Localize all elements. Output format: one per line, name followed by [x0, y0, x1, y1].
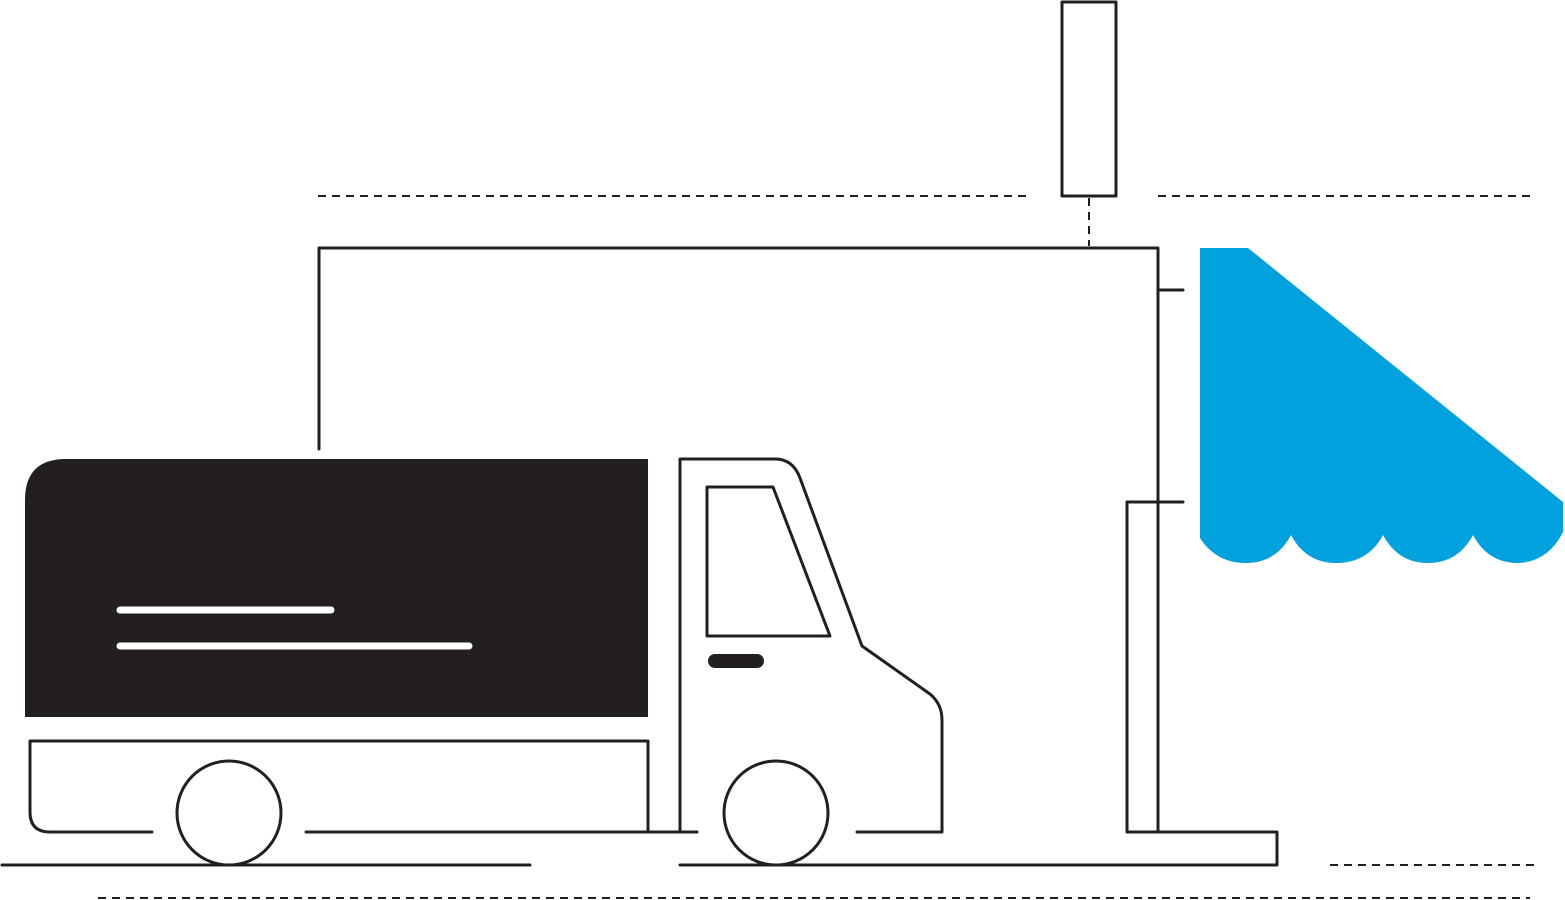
cab-window — [705, 485, 832, 638]
truck-cargo-box — [25, 459, 648, 717]
awning-icon — [1200, 248, 1563, 563]
door-handle — [708, 654, 764, 668]
building-outline — [317, 246, 1160, 834]
roof-sign — [1060, 0, 1118, 198]
truck-cab — [678, 457, 944, 834]
rear-wheel-icon — [175, 759, 283, 867]
truck-chassis — [28, 739, 650, 834]
front-wheel-icon — [722, 759, 830, 867]
door-frame — [678, 500, 1279, 867]
